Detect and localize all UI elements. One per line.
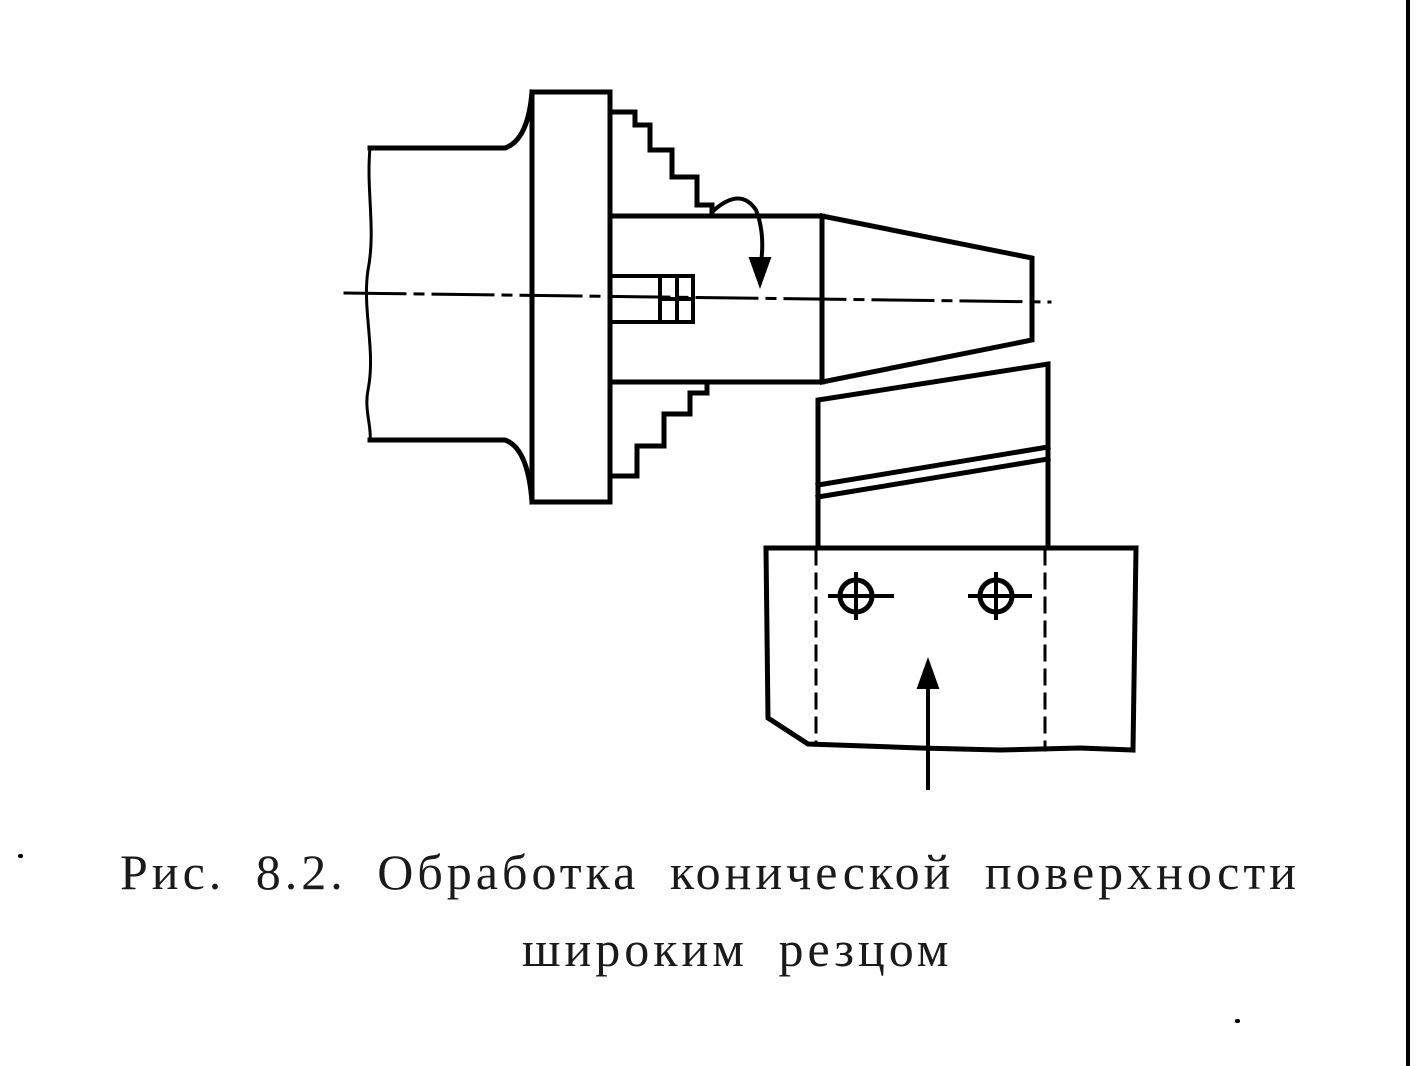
spindle	[367, 89, 535, 505]
workpiece-cone	[819, 213, 1035, 385]
center-plug	[611, 274, 695, 324]
tool-holder-hidden-edges	[814, 548, 1047, 752]
figure-caption-line-2: широким резцом	[522, 921, 953, 977]
tool-holder-block	[763, 545, 1139, 753]
scan-speck	[18, 854, 23, 858]
chuck-jaws-top	[607, 109, 715, 219]
feed-arrow-head	[916, 657, 940, 689]
scan-border	[1406, 0, 1410, 1066]
rotation-arrow-head	[748, 257, 772, 289]
scan-speck	[1235, 1019, 1240, 1023]
wide-cutter-tool	[815, 361, 1051, 551]
figure-caption-line-1: Рис. 8.2. Обработка конической поверхнос…	[120, 844, 1300, 900]
spindle-break-line	[364, 146, 373, 442]
chuck-jaws-bottom	[607, 379, 710, 479]
rotation-arrow	[709, 196, 765, 273]
cutter-rake-lines	[815, 444, 1051, 500]
center-axis-line	[343, 291, 1052, 304]
clamp-screw-left-cross	[828, 572, 894, 620]
clamp-screw-right-cross	[968, 572, 1032, 620]
